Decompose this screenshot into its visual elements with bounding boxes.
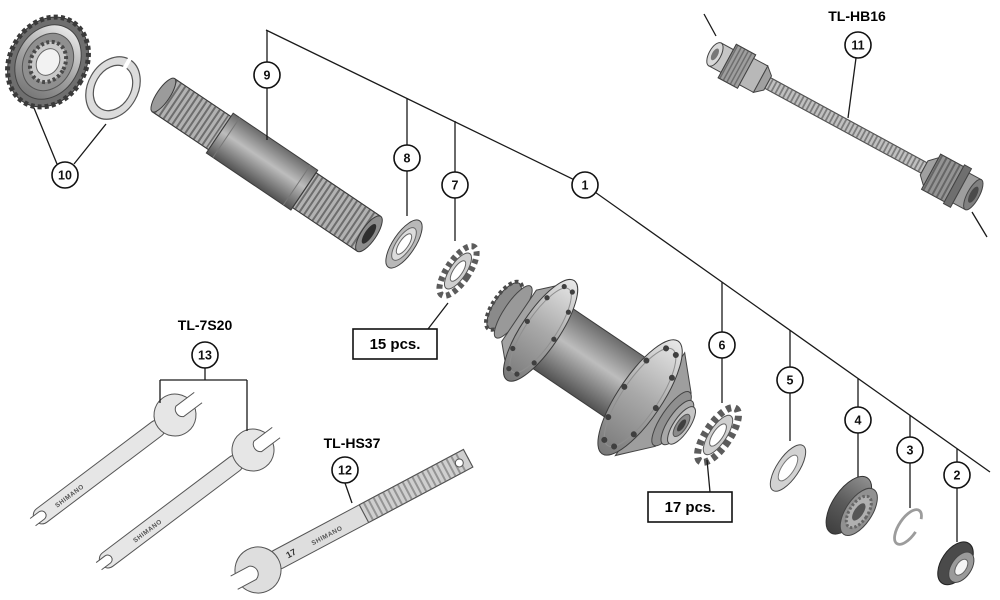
retainer-balls: [436, 243, 480, 299]
skewer-left-nut: [706, 42, 773, 94]
callout-3: 3: [896, 436, 924, 464]
callout-6: 6: [708, 331, 736, 359]
tool-cone-wrench-a: SHIMANO: [29, 391, 203, 527]
callout-5: 5: [776, 366, 804, 394]
callout-12: 12: [331, 456, 359, 484]
label-tl-hs37: TL-HS37: [324, 435, 381, 451]
part-ball-retainer-15: [436, 243, 480, 299]
part-ball-retainer-17: [694, 404, 742, 466]
callout-3-number: 3: [907, 444, 914, 458]
callout-1: 1: [571, 171, 599, 199]
skewer-right-nut: [919, 153, 984, 211]
wrench-end-notch: [29, 510, 47, 527]
lockring-serration: [5, 14, 91, 110]
leader-callout-10: [33, 107, 107, 165]
callout-8-number: 8: [404, 152, 411, 166]
axle-bore: [361, 223, 377, 244]
part-cone-cap: [825, 475, 878, 536]
callout-9: 9: [253, 61, 281, 89]
callout-11: 11: [844, 31, 872, 59]
leader-callout-12: [344, 482, 353, 504]
wrench-jaw: [230, 565, 259, 590]
callout-2-number: 2: [954, 469, 961, 483]
axle-thread-right: [294, 173, 380, 251]
hub-left-flange: [503, 278, 579, 382]
leader-qty-15: [427, 302, 449, 330]
callout-4: 4: [844, 406, 872, 434]
skewer-rod: [764, 77, 928, 174]
wrench-jaw: [174, 391, 203, 418]
retainer-balls: [694, 404, 742, 466]
callout-6-number: 6: [719, 339, 726, 353]
tool-pedal-wrench-tl-hs37: 17 SHIMANO: [230, 448, 474, 594]
tool-skewer-tl-hb16: [706, 42, 984, 211]
part-lockring: [5, 14, 91, 110]
callout-11-number: 11: [851, 39, 864, 53]
callout-10: 10: [51, 161, 79, 189]
qty-box-15pcs: 15 pcs.: [352, 328, 438, 360]
callout-12-number: 12: [338, 464, 352, 478]
wrench-size-stamp: 17: [284, 547, 298, 561]
callout-1-number: 1: [582, 179, 589, 193]
callout-13-number: 13: [198, 349, 212, 363]
label-tl-hb16: TL-HB16: [828, 8, 886, 24]
wrench-hang-hole: [454, 458, 464, 468]
part-seal-washer: [385, 219, 423, 269]
callout-4-number: 4: [855, 414, 862, 428]
wrench-jaw: [252, 426, 281, 453]
part-end-cap: [937, 541, 975, 586]
snap-ring-gap: [122, 57, 132, 70]
qty-15-label: 15 pcs.: [370, 336, 421, 353]
callout-7: 7: [441, 171, 469, 199]
qty-17-label: 17 pcs.: [665, 499, 716, 516]
callout-13: 13: [191, 341, 219, 369]
callout-2: 2: [943, 461, 971, 489]
wrench-end-notch: [95, 554, 113, 571]
part-circlip: [893, 508, 923, 546]
part-hub-body: [484, 278, 697, 457]
part-flat-washer: [769, 444, 807, 492]
leader-callout-13: [159, 368, 248, 431]
callout-7-number: 7: [452, 179, 459, 193]
callout-8: 8: [393, 144, 421, 172]
part-axle: [150, 77, 383, 253]
callout-9-number: 9: [264, 69, 271, 83]
hub-right-flange: [597, 339, 683, 456]
leader-qty-17: [706, 459, 711, 493]
qty-box-17pcs: 17 pcs.: [647, 491, 733, 523]
axle-thread-left: [153, 79, 230, 149]
part-snap-ring: [85, 56, 141, 120]
label-tl-7s20: TL-7S20: [178, 317, 233, 333]
callout-10-number: 10: [58, 169, 72, 183]
leader-callout-11: [703, 13, 988, 238]
callout-5-number: 5: [787, 374, 794, 388]
